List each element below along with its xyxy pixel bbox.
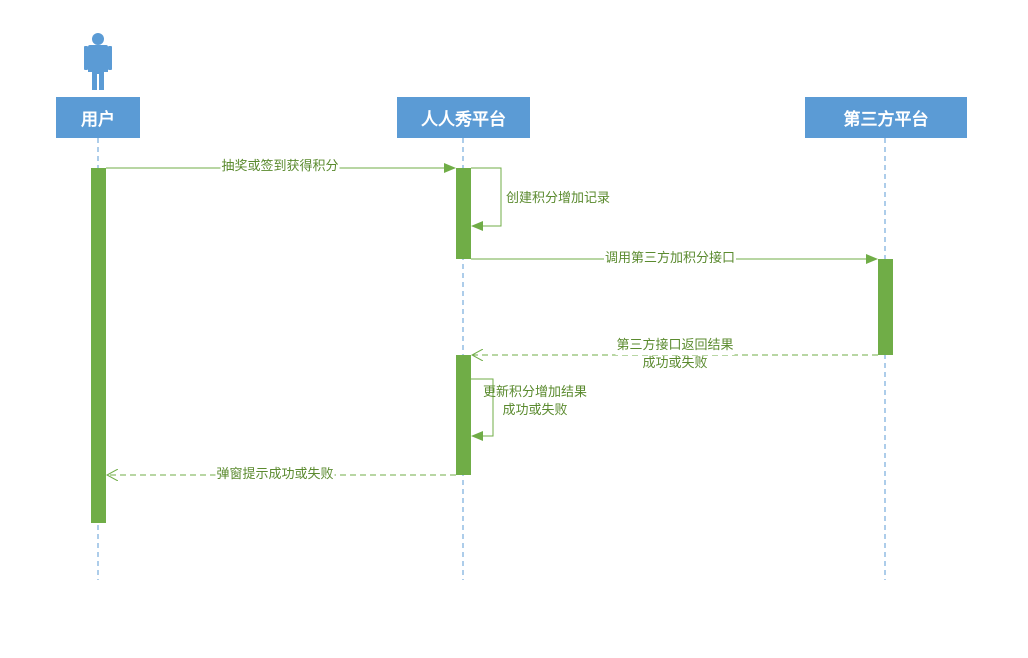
participant-third: 第三方平台 bbox=[805, 97, 967, 138]
msg-6-label: 弹窗提示成功或失败 bbox=[215, 466, 335, 484]
third-activation bbox=[878, 259, 893, 355]
user-actor-icon bbox=[84, 33, 112, 90]
participant-third-label: 第三方平台 bbox=[843, 110, 929, 130]
renren-activation-2 bbox=[456, 355, 471, 475]
msg-2-label: 创建积分增加记录 bbox=[506, 191, 611, 206]
msg-5-label-line1: 更新积分增加结果 bbox=[482, 385, 588, 400]
participant-renren: 人人秀平台 bbox=[397, 97, 530, 138]
participant-user-label: 用户 bbox=[81, 110, 115, 130]
msg-5-label-line2: 成功或失败 bbox=[502, 403, 568, 418]
msg-1-label: 抽奖或签到获得积分 bbox=[220, 158, 340, 176]
msg-3-label: 调用第三方加积分接口 bbox=[603, 250, 737, 268]
user-activation bbox=[91, 168, 106, 523]
participant-renren-label: 人人秀平台 bbox=[421, 110, 506, 130]
msg-2-arrow bbox=[471, 167, 502, 231]
renren-activation-1 bbox=[456, 168, 471, 259]
msg-5-arrow bbox=[471, 378, 494, 441]
msg-4-label-line1: 第三方接口返回结果 bbox=[615, 337, 735, 355]
msg-4-label-line2: 成功或失败 bbox=[642, 356, 708, 371]
participant-user: 用户 bbox=[56, 97, 140, 138]
